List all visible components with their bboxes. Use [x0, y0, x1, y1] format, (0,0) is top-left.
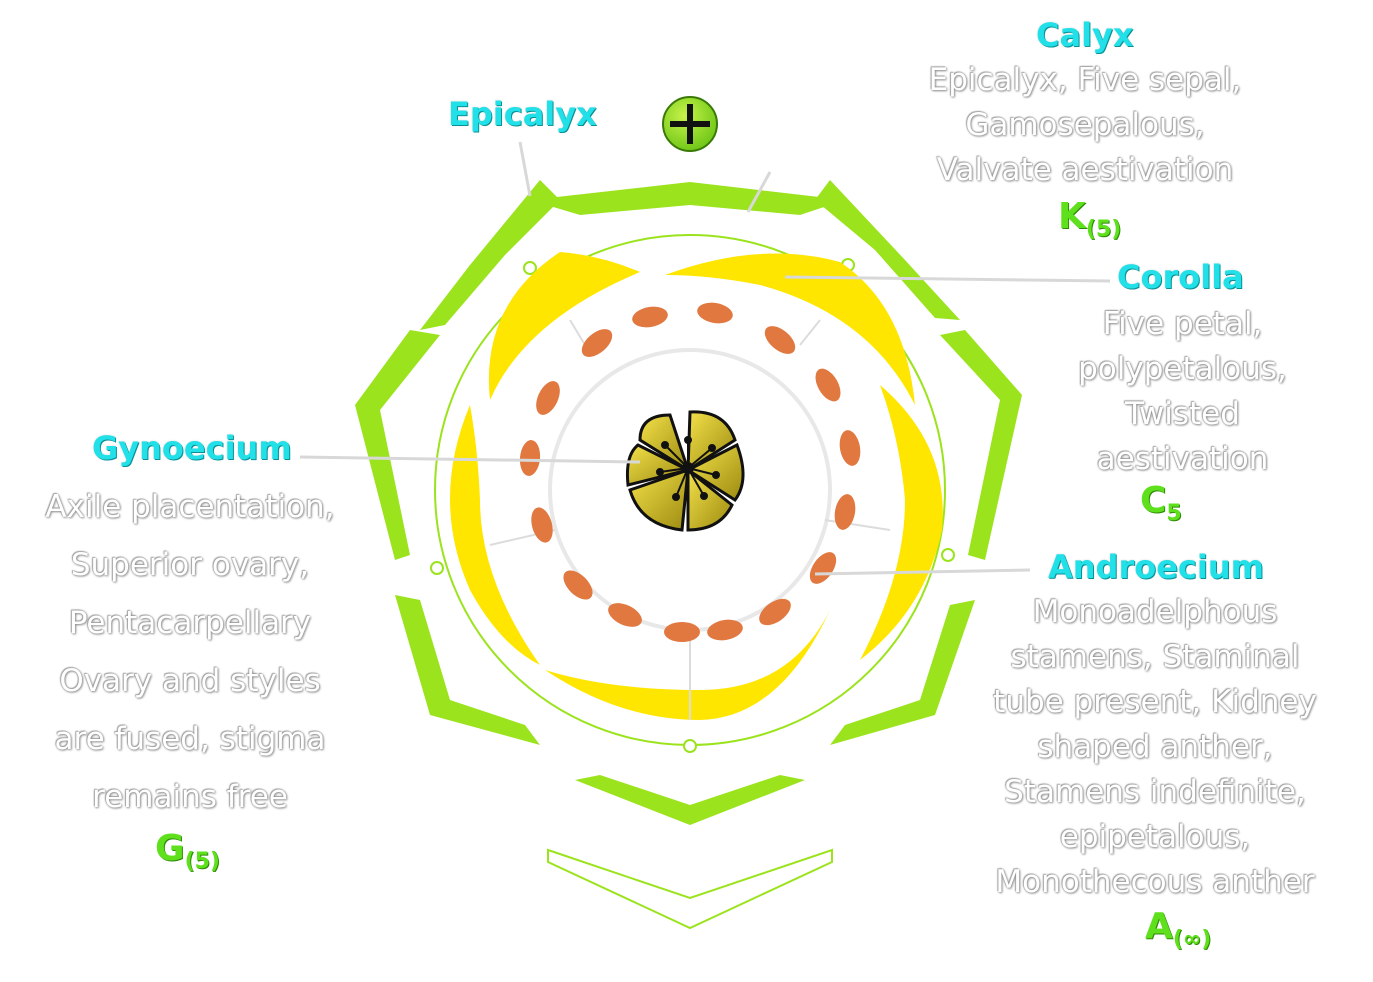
- sepal-bottom-left: [395, 595, 540, 745]
- calyx-formula: K(5): [1058, 196, 1122, 242]
- bisexual-plus-icon: [662, 96, 718, 152]
- stigma-lobes: [656, 436, 720, 501]
- sepal-bottom-right: [830, 600, 975, 745]
- androecium-label: Androecium: [1048, 548, 1264, 586]
- gynoecium-formula: G(5): [155, 828, 220, 874]
- corolla-petals: [450, 252, 943, 720]
- androecium-stamens: [519, 302, 861, 642]
- sepal-top-left: [420, 180, 560, 330]
- petal-left: [450, 405, 540, 665]
- corolla-description: Five petal, polypetalous, Twisted aestiv…: [1078, 306, 1287, 477]
- leader-lines: [299, 141, 1111, 576]
- bottom-chevron: [547, 848, 833, 930]
- calyx-description: Epicalyx, Five sepal, Gamosepalous, Valv…: [928, 62, 1242, 188]
- petal-top-right: [665, 253, 915, 405]
- gynoecium-description: Axile placentation, Superior ovary, Pent…: [45, 489, 335, 815]
- androecium-formula: A(∞): [1145, 906, 1212, 952]
- petal-bottom: [545, 610, 830, 720]
- androecium-description: Monoadelphous stamens, Staminal tube pre…: [993, 594, 1317, 900]
- sepal-left: [355, 330, 440, 560]
- ovary: [626, 410, 745, 532]
- sepal-top: [530, 182, 845, 215]
- petal-right: [860, 385, 943, 660]
- calyx-label: Calyx: [1036, 16, 1134, 54]
- corolla-label: Corolla: [1117, 258, 1244, 296]
- epicalyx-label: Epicalyx: [448, 95, 597, 133]
- gynoecium-label: Gynoecium: [92, 429, 292, 467]
- sepal-bottom: [575, 775, 805, 825]
- petal-top-left: [488, 252, 640, 400]
- corolla-formula: C5: [1140, 480, 1182, 526]
- calyx-ring-knobs: [430, 258, 955, 753]
- sepal-right: [940, 330, 1022, 560]
- sepal-top-right: [815, 180, 960, 320]
- calyx-sepals: [355, 180, 1022, 825]
